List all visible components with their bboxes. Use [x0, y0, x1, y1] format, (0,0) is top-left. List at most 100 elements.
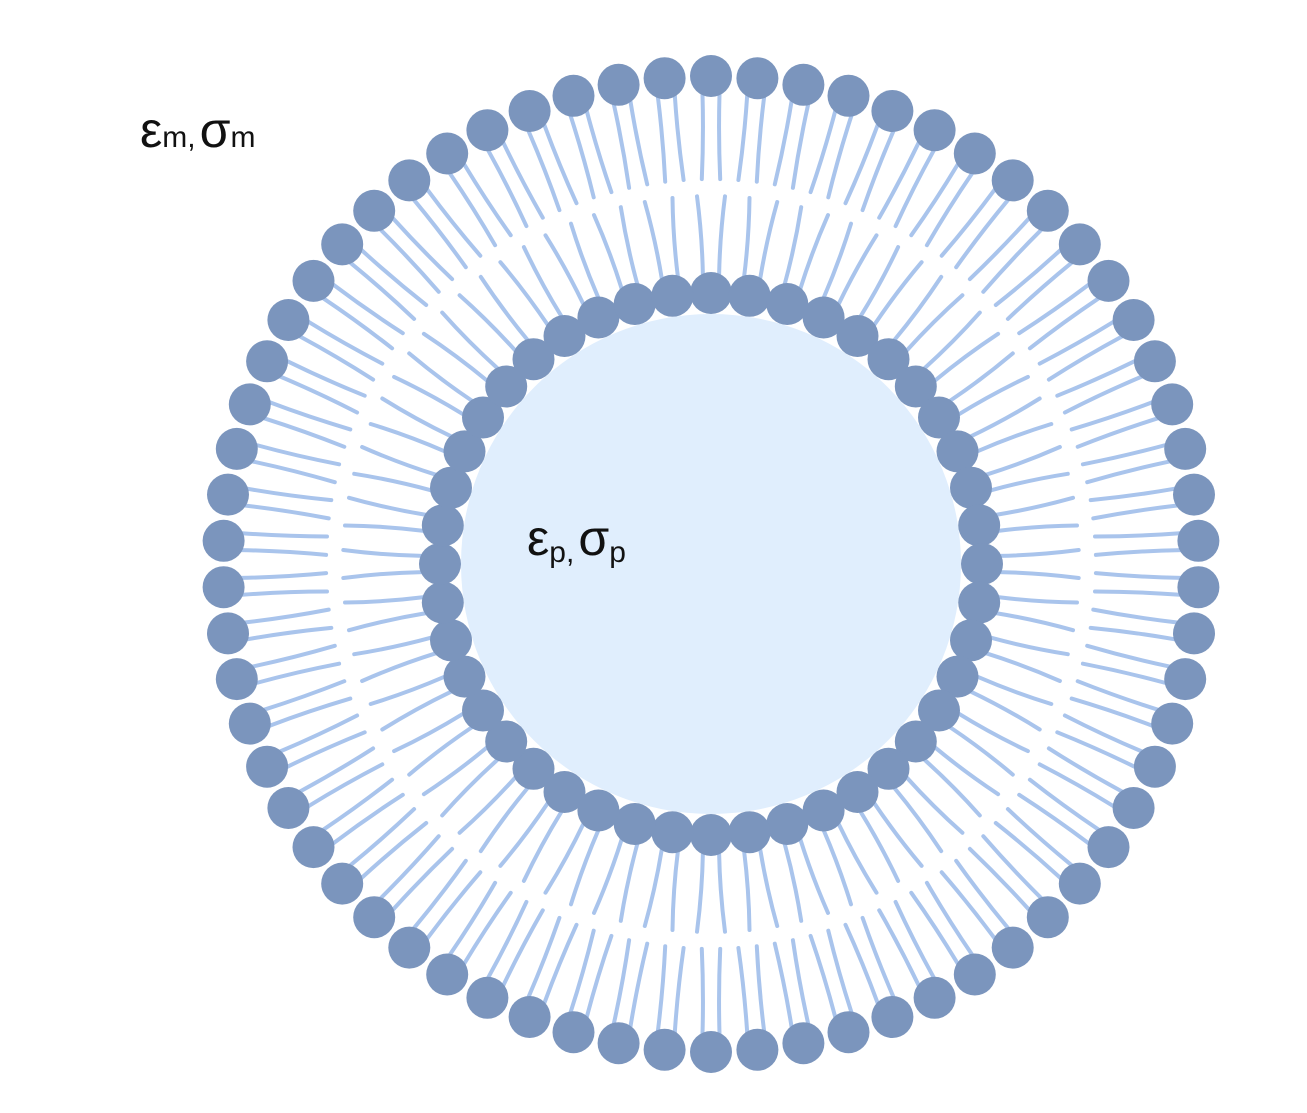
lipid-tail: [821, 221, 853, 300]
lipid-tail: [1091, 503, 1180, 521]
lipid-tail: [967, 216, 1032, 282]
inner-lipid-head: [443, 430, 486, 473]
lipid-tail: [742, 196, 752, 279]
outer-lipid-head: [426, 132, 469, 175]
lipid-tail: [341, 570, 425, 580]
lipid-tail: [858, 809, 901, 883]
inner-lipid-head: [543, 315, 586, 357]
inner-lipid-head: [950, 466, 992, 509]
lipid-tail: [407, 725, 475, 777]
outer-lipid-head: [736, 57, 779, 100]
lipid-tail: [542, 122, 579, 206]
lipid-tail: [392, 374, 466, 417]
inner-lipid-head: [958, 504, 1001, 547]
outer-lipid-head: [871, 90, 914, 132]
lipid-tail: [790, 938, 811, 1026]
outer-lipid-head: [207, 473, 249, 516]
particle-sigma: σ: [578, 510, 609, 566]
lipid-tail: [457, 775, 518, 835]
lipid-tail: [695, 850, 705, 934]
outer-lipid-head: [426, 953, 469, 996]
lipid-tail: [798, 213, 830, 292]
outer-lipid-head: [782, 63, 825, 106]
inner-lipid-head: [867, 338, 910, 381]
lipid-tail: [932, 745, 1001, 797]
lipid-tail: [642, 200, 664, 282]
lipid-tail: [843, 922, 880, 1006]
lipid-tail: [425, 870, 483, 941]
lipid-tail: [1088, 486, 1177, 503]
lipid-tail: [717, 194, 727, 278]
outer-lipid-head: [1087, 826, 1130, 869]
lipid-tail: [242, 503, 331, 521]
lipid-tail: [341, 548, 425, 558]
lipid-tail: [758, 200, 780, 282]
lipid-tail: [568, 113, 596, 200]
lipid-tail: [909, 890, 960, 966]
inner-lipid-head: [958, 581, 1001, 624]
lipid-tail: [254, 661, 342, 685]
inner-lipid-head: [918, 396, 960, 439]
lipid-tail: [360, 651, 439, 683]
lipid-tail: [1055, 730, 1137, 769]
outer-lipid-head: [913, 109, 956, 152]
lipid-tail: [440, 757, 500, 818]
inner-lipid-head: [421, 581, 464, 624]
lipid-tail: [421, 331, 490, 383]
lipid-tail: [947, 351, 1015, 403]
lipid-tails: [239, 92, 1183, 1036]
outer-lipid-head: [827, 1011, 870, 1054]
inner-lipid-head: [936, 655, 979, 698]
inner-lipid-head: [512, 747, 555, 790]
lipid-tail: [843, 122, 880, 206]
inner-lipid-head: [651, 274, 694, 317]
lipid-tail: [872, 260, 924, 328]
inner-lipid-head: [766, 803, 809, 845]
particle-epsilon-subscript: p,: [549, 536, 574, 569]
particle-sigma-subscript: p: [609, 536, 626, 569]
outer-lipid-head: [353, 189, 396, 232]
lipid-tail: [306, 319, 385, 366]
lipid-tail: [1080, 661, 1168, 685]
outer-lipid-head: [552, 74, 595, 117]
lipid-tail: [611, 938, 632, 1026]
outer-lipid-head: [246, 745, 289, 788]
lipid-tail: [736, 93, 750, 182]
lipid-tail: [983, 445, 1062, 477]
lipid-tail: [798, 836, 830, 915]
lipid-tail: [808, 933, 838, 1020]
lipid-tail: [462, 890, 513, 966]
lipid-tail: [736, 946, 750, 1035]
lipid-tail: [254, 443, 342, 467]
lipid-tail: [368, 674, 447, 706]
outer-lipid-head: [207, 612, 249, 655]
lipid-tail: [872, 800, 924, 868]
lipid-tail: [267, 696, 353, 728]
medium-sigma: σ: [200, 102, 231, 158]
lipid-tail: [836, 821, 879, 895]
inner-lipid-head: [443, 655, 486, 698]
lipid-tail: [267, 400, 353, 432]
outer-lipid-head: [353, 896, 396, 939]
inner-lipid-head: [543, 771, 586, 813]
lipid-tail: [782, 205, 804, 287]
outer-lipid-head: [953, 953, 996, 996]
outer-lipid-head: [228, 383, 271, 426]
lipid-tail: [826, 928, 854, 1015]
lipid-tail: [1093, 571, 1183, 580]
lipid-tail: [306, 762, 385, 809]
lipid-tail: [981, 227, 1044, 294]
lipid-tail: [521, 245, 564, 319]
lipid-tail: [262, 679, 347, 712]
inner-lipid-head: [867, 747, 910, 790]
particle-interior: [461, 314, 961, 814]
lipid-tail: [1005, 807, 1074, 868]
lipid-tail: [321, 777, 395, 832]
lipid-tail: [1093, 548, 1183, 557]
outer-lipid-head: [215, 427, 258, 470]
lipid-tail: [860, 915, 896, 1000]
lipid-tail: [1091, 607, 1180, 625]
lipid-tail: [486, 899, 529, 980]
outer-lipid-head: [871, 996, 914, 1038]
lipid-tail: [988, 471, 1070, 493]
